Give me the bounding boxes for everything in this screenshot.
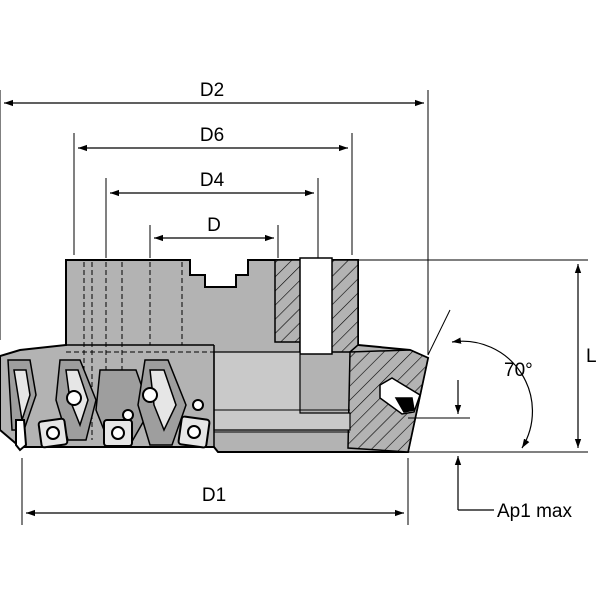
dimension-labels: D2 D6 D4 D D1 L 70° Ap1 max — [200, 80, 597, 522]
screw-2 — [122, 409, 134, 421]
screw-4 — [192, 399, 204, 411]
label-angle: 70° — [504, 360, 533, 381]
cutter-body — [0, 257, 430, 453]
label-d6: D6 — [200, 125, 224, 146]
angle-arc — [451, 337, 533, 449]
label-d: D — [207, 215, 221, 236]
screw-1 — [66, 390, 82, 406]
screw-3 — [142, 387, 158, 403]
label-ap1-max: Ap1 max — [497, 501, 572, 522]
label-l: L — [586, 346, 597, 367]
cutting-inserts — [15, 387, 211, 452]
extension-lines — [0, 90, 588, 525]
label-d2: D2 — [200, 80, 224, 101]
insert-pockets — [7, 359, 187, 446]
label-d1: D1 — [202, 485, 226, 506]
right-insert — [379, 377, 421, 415]
label-d4: D4 — [200, 170, 225, 191]
dimension-lines — [4, 99, 582, 517]
central-bore — [299, 257, 333, 355]
